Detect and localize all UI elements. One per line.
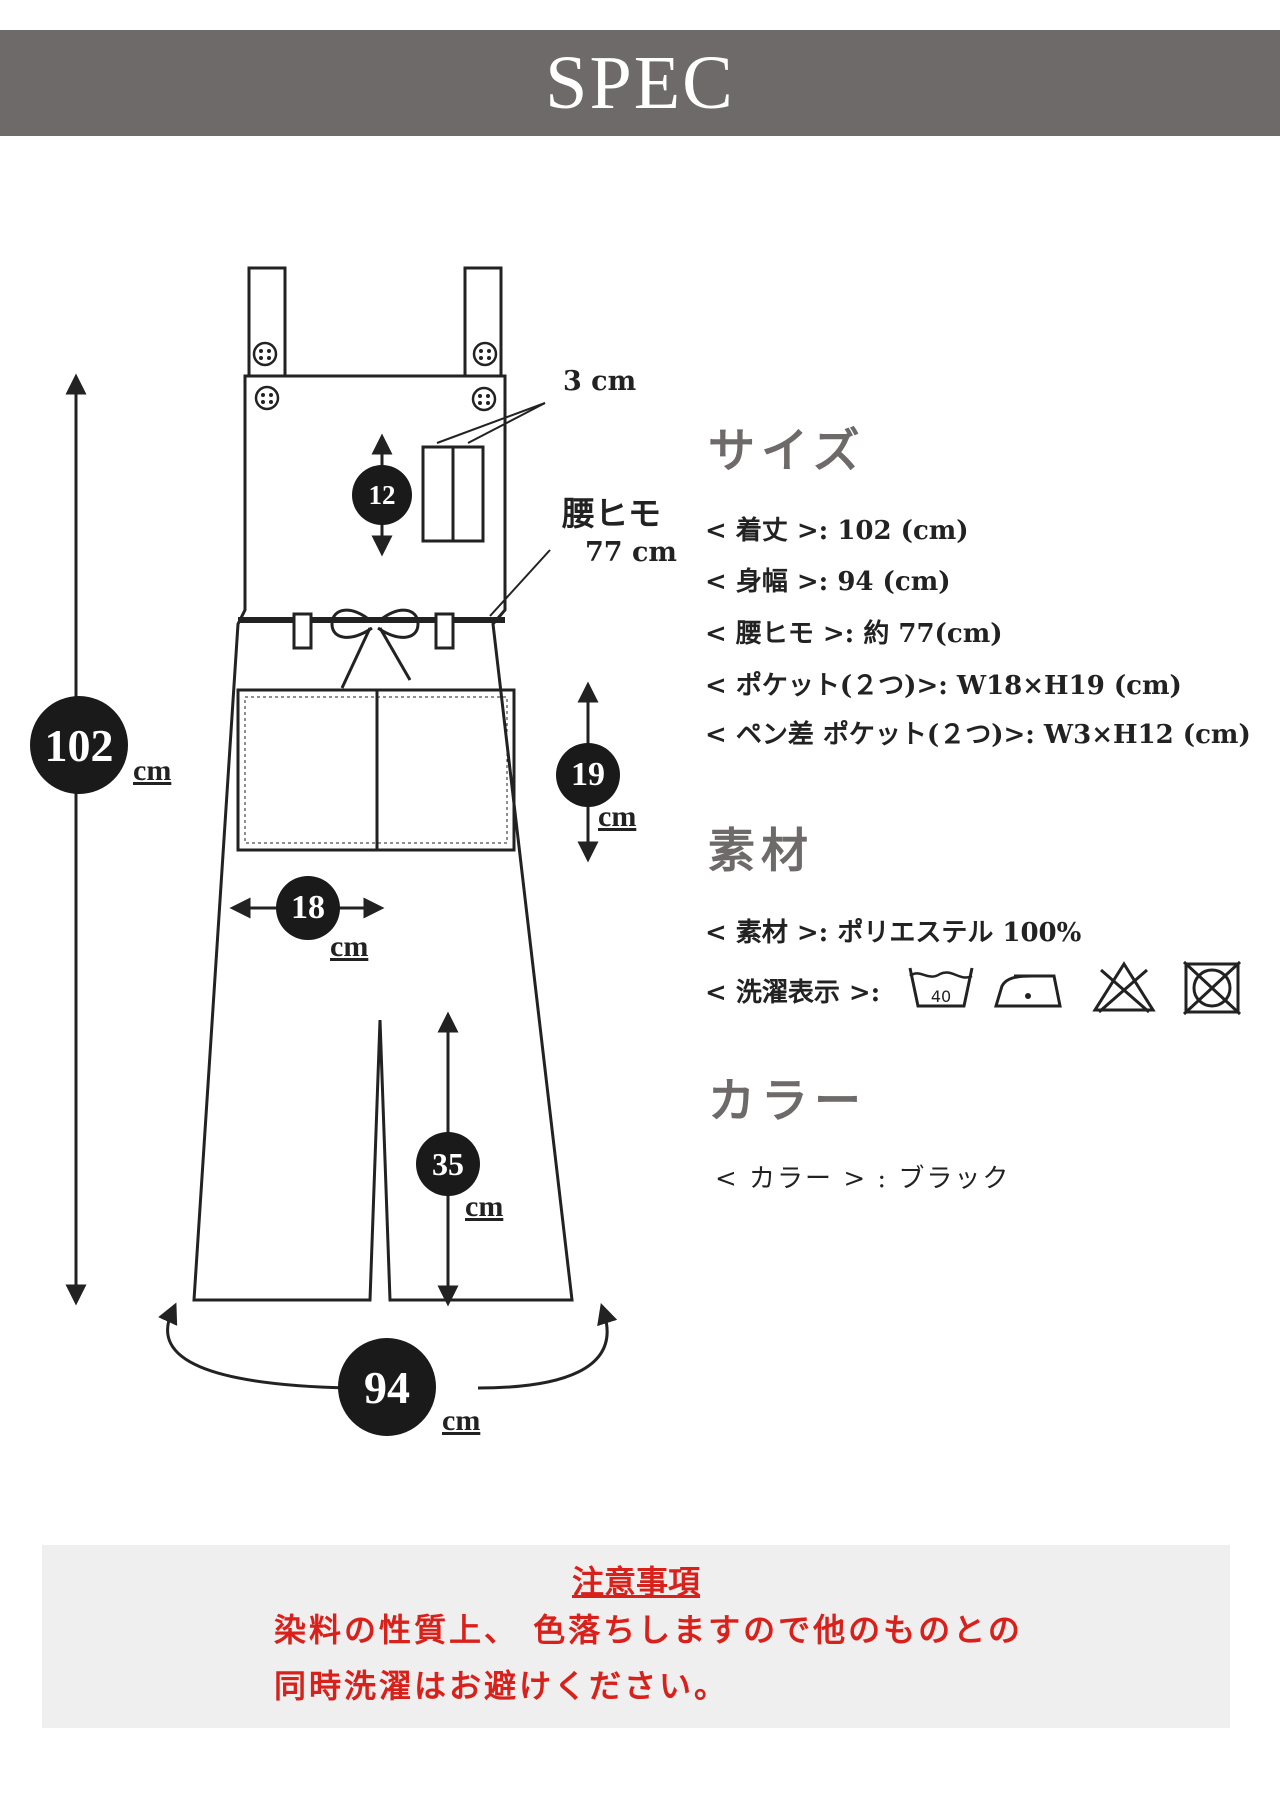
color-line: < カラー > : ブラック <box>715 1164 1011 1194</box>
pocket-height-unit: cm <box>598 800 637 833</box>
notice-line-2: 同時洗濯はお避けください。 <box>274 1667 730 1705</box>
no-tumble-dry-icon <box>1182 960 1242 1016</box>
width-unit: cm <box>442 1404 481 1437</box>
svg-text:40: 40 <box>931 987 951 1006</box>
spec-line-waist-tie: < 腰ヒモ >: 約 77(cm) <box>705 619 1003 649</box>
spec-line-pen-pocket: < ペン差 ポケット(２つ)>: W3×H12 (cm) <box>705 720 1251 750</box>
waist-tie-value: 77 cm <box>585 537 677 568</box>
notice-title: 注意事項 <box>571 1563 700 1601</box>
color-title: カラー <box>708 1074 867 1129</box>
apron-outline <box>192 266 574 1302</box>
care-label: < 洗濯表示 >: <box>705 978 881 1008</box>
button-icons <box>252 341 498 412</box>
apron-diagram <box>65 266 1280 1390</box>
width-badge: 94 <box>338 1338 436 1436</box>
width-arrow <box>168 1312 608 1390</box>
spec-line-pocket: < ポケット(２つ)>: W18×H19 (cm) <box>705 671 1182 701</box>
length-badge: 102 <box>30 696 128 794</box>
size-title: サイズ <box>708 424 866 479</box>
iron-low-icon <box>993 974 1062 1008</box>
spec-line-width: < 身幅 >: 94 (cm) <box>705 567 951 597</box>
material-title: 素材 <box>708 824 814 879</box>
pocket-height-badge: 19 <box>556 743 620 807</box>
slit-badge: 35 <box>416 1132 480 1196</box>
pen-pocket-height-badge: 12 <box>352 465 412 525</box>
material-line: < 素材 >: ポリエステル 100% <box>705 918 1082 948</box>
no-bleach-icon <box>1092 961 1156 1014</box>
notice-box: 注意事項 染料の性質上、 色落ちしますので他のものとの 同時洗濯はお避けください… <box>42 1545 1230 1728</box>
wash-40-icon: 40 <box>908 967 974 1008</box>
pocket-width-unit: cm <box>330 930 369 963</box>
spec-line-length: < 着丈 >: 102 (cm) <box>705 516 969 546</box>
pen-pocket-width-label: 3 cm <box>563 366 637 397</box>
pocket-width-badge: 18 <box>276 876 340 940</box>
notice-line-1: 染料の性質上、 色落ちしますので他のものとの <box>274 1611 1023 1649</box>
slit-unit: cm <box>465 1190 504 1223</box>
length-unit: cm <box>133 754 172 787</box>
header-bar: SPEC <box>0 30 1280 136</box>
waist-tie-label: 腰ヒモ <box>562 494 661 533</box>
page-title: SPEC <box>545 41 735 125</box>
